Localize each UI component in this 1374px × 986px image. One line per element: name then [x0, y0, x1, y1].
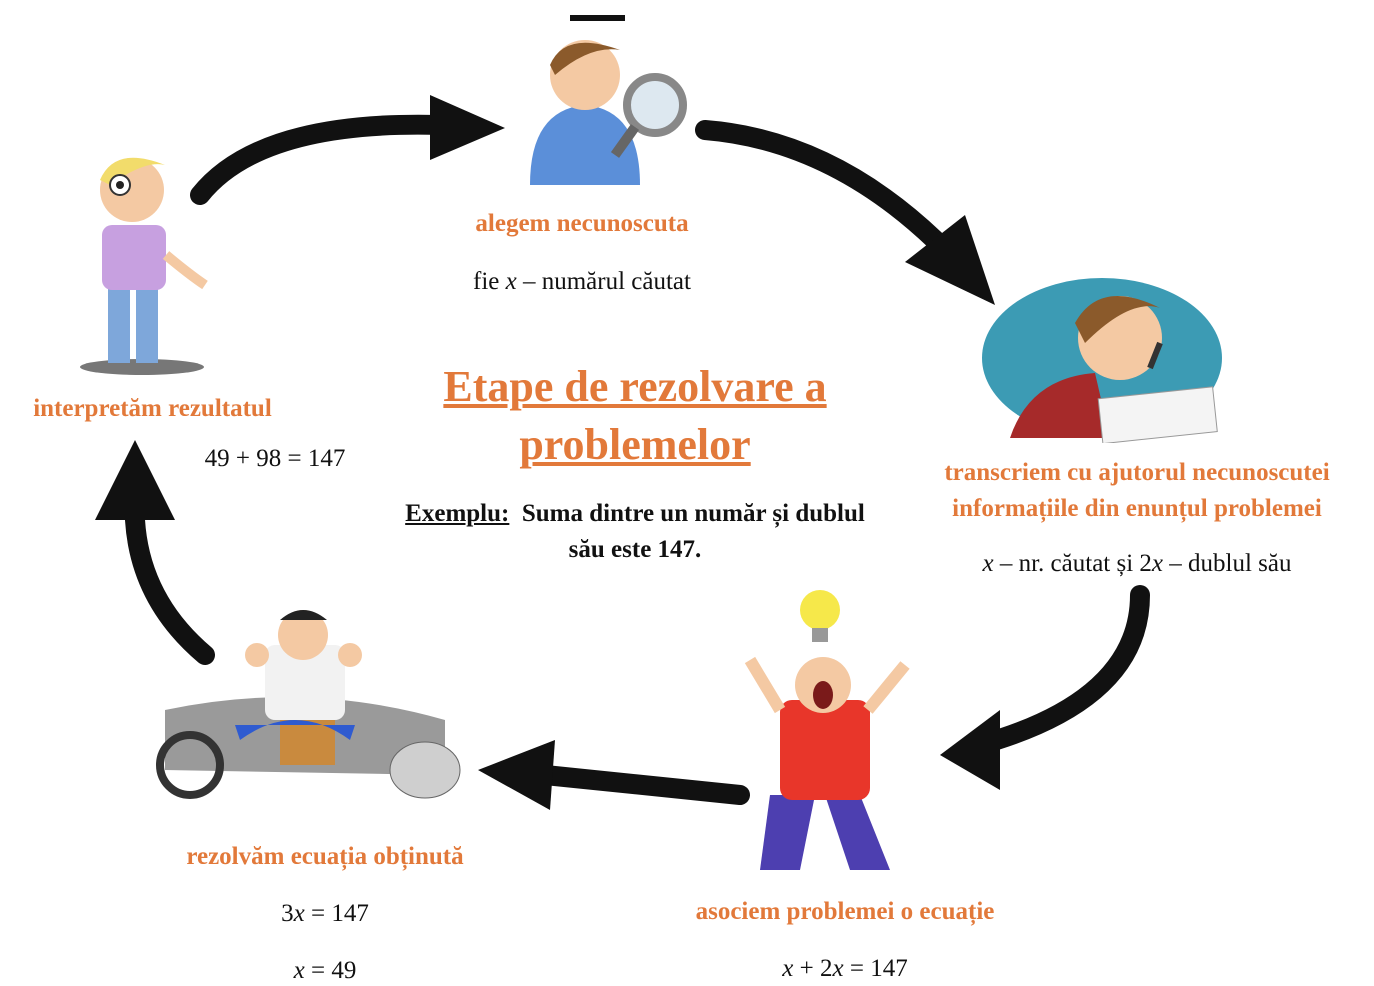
- step-solve-formula-2: x = 49: [293, 957, 357, 984]
- arrow-interpret-to-choose: [190, 114, 450, 205]
- thinking-person-illustration: [80, 157, 208, 375]
- arrow-transcribe-to-associate: [970, 585, 1150, 755]
- arrow-associate-to-solve: [535, 765, 750, 805]
- step-associate-formula: x + 2x = 147: [782, 955, 908, 982]
- arrow-choose-to-transcribe: [695, 120, 945, 250]
- arrowhead-3: [940, 710, 1000, 790]
- step-associate-title: asociem problemei o ecuație: [695, 898, 995, 925]
- arrow-solve-to-interpret: [125, 510, 215, 665]
- lightbulb-person-illustration: [744, 590, 910, 870]
- step-transcribe-formula: x – nr. căutat și 2x – dublul său: [982, 550, 1292, 577]
- step-solve-title: rezolvăm ecuația obținută: [186, 843, 464, 870]
- arrowhead-1: [430, 95, 505, 160]
- step-interpret-formula: 49 + 98 = 147: [204, 445, 346, 472]
- step-interpret-title: interpretăm rezultatul: [33, 395, 272, 422]
- main-title: Etape de rezolvare a problemelor: [443, 362, 827, 469]
- step-choose-formula: fie x – numărul căutat: [473, 268, 691, 295]
- stressed-person-with-parts-illustration: [156, 610, 461, 799]
- step-solve-formula-1: 3x = 147: [281, 900, 369, 927]
- step-choose-title: alegem necunoscuta: [475, 210, 689, 237]
- arrowhead-4: [478, 740, 555, 810]
- example-statement: Suma dintre un număr și dublul său este …: [521, 500, 865, 563]
- example-text: Exemplu: Suma dintre un număr și dublul …: [395, 496, 875, 568]
- writing-person-illustration: [982, 278, 1222, 443]
- arrowhead-5: [95, 440, 175, 520]
- magnifier-person-illustration: [530, 15, 687, 185]
- arrowhead-2: [905, 215, 995, 305]
- example-label: Exemplu:: [405, 500, 510, 527]
